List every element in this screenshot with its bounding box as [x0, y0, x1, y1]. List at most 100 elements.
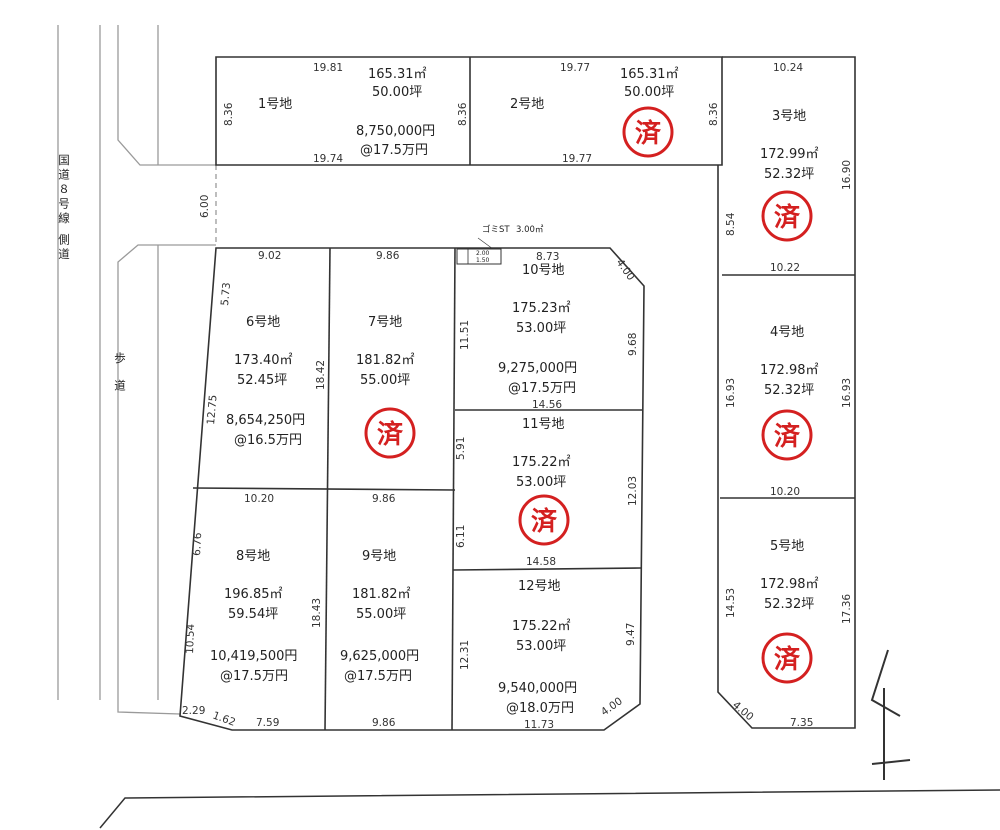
- garbage-station-dim1: 2.00: [476, 250, 490, 257]
- lot-dim-corner: 4.00: [730, 699, 756, 723]
- lot-11[interactable]: 11号地 175.22㎡ 53.00坪 5.91 6.11 12.03 14.5…: [455, 417, 639, 568]
- sold-seal-text: 済: [774, 421, 801, 452]
- lot-name: 10号地: [522, 263, 565, 278]
- lot-area: 165.31㎡: [620, 67, 679, 82]
- lot-dim-bottom: 7.59: [256, 717, 279, 729]
- lot-name: 3号地: [772, 109, 806, 124]
- lot-2[interactable]: 2号地 165.31㎡ 50.00坪 19.77 19.77 8.36 済: [510, 62, 720, 165]
- lot-dim-bottom: 10.22: [770, 262, 800, 274]
- lot-tsubo: 59.54坪: [228, 607, 278, 622]
- lot-dim-top: 9.86: [372, 493, 396, 505]
- lot-6[interactable]: 6号地 173.40㎡ 52.45坪 8,654,250円 @16.5万円 9.…: [205, 250, 327, 448]
- lot-name: 1号地: [258, 97, 292, 112]
- lot-name: 2号地: [510, 97, 544, 112]
- north-arrow-icon: [870, 649, 911, 780]
- lot-tsubo: 52.32坪: [764, 383, 814, 398]
- lot-dim-bottom: 9.86: [372, 717, 396, 729]
- lot-10[interactable]: 10号地 175.23㎡ 53.00坪 9,275,000円 @17.5万円 8…: [459, 251, 639, 411]
- lot-dim-right: 12.03: [627, 476, 639, 506]
- lot-area: 172.98㎡: [760, 577, 819, 592]
- lot-8[interactable]: 8号地 196.85㎡ 59.54坪 10,419,500円 @17.5万円 1…: [182, 493, 323, 729]
- lot-5[interactable]: 5号地 172.98㎡ 52.32坪 14.53 17.36 4.00 7.35…: [725, 539, 853, 729]
- road-lines: [57, 25, 1000, 829]
- lot-name: 12号地: [518, 579, 561, 594]
- lot-area: 175.23㎡: [512, 301, 571, 316]
- lot-dim-right: 18.43: [311, 598, 323, 628]
- lot-9[interactable]: 9号地 181.82㎡ 55.00坪 9,625,000円 @17.5万円 9.…: [340, 493, 419, 729]
- garbage-station: ゴミST 3.00㎡ 2.00 1.50: [456, 224, 544, 265]
- lot-dim-bottom: 19.77: [562, 153, 592, 165]
- lot-dim-left: 12.31: [459, 640, 471, 670]
- lot-dim-left-lower: 6.11: [455, 525, 467, 548]
- lot-dim-left: 16.93: [725, 378, 737, 408]
- lot-dim-corner: 4.00: [599, 695, 625, 718]
- lot-dim-top: 9.86: [376, 250, 400, 262]
- lot-unit-price: @17.5万円: [220, 669, 288, 684]
- lot-area: 196.85㎡: [224, 587, 283, 602]
- lot-dim-right: 16.93: [841, 378, 853, 408]
- lot-name: 9号地: [362, 549, 396, 564]
- side-road-label: 国道８号線 側道: [57, 154, 71, 262]
- lot-unit-price: @16.5万円: [234, 433, 302, 448]
- lot-dim-left-upper: 6.76: [191, 532, 204, 556]
- lot-divider-6-8: [192, 487, 456, 491]
- sold-seal-icon: 済: [518, 494, 570, 546]
- sold-seal-text: 済: [377, 419, 404, 450]
- lot-price: 9,625,000円: [340, 649, 419, 664]
- lot-1[interactable]: 1号地 165.31㎡ 50.00坪 8,750,000円 @17.5万円 19…: [223, 62, 469, 165]
- sold-seal-text: 済: [531, 506, 558, 537]
- lot-7[interactable]: 7号地 181.82㎡ 55.00坪 9.86 済: [356, 250, 416, 459]
- lot-dim-top: 8.73: [536, 251, 559, 263]
- lot-tsubo: 52.45坪: [237, 373, 287, 388]
- lot-area: 175.22㎡: [512, 455, 571, 470]
- lot-unit-price: @17.5万円: [344, 669, 412, 684]
- lot-tsubo: 52.32坪: [764, 167, 814, 182]
- lot-4[interactable]: 4号地 172.98㎡ 52.32坪 10.20 16.93 16.93 済: [725, 325, 853, 498]
- lot-name: 11号地: [522, 417, 565, 432]
- garbage-station-box: [456, 248, 502, 265]
- lot-tsubo: 52.32坪: [764, 597, 814, 612]
- lot-name: 5号地: [770, 539, 804, 554]
- lot-price: 8,750,000円: [356, 124, 435, 139]
- garbage-station-label: ゴミST: [482, 224, 510, 235]
- lot-outlines: [179, 56, 856, 731]
- garbage-station-area: 3.00㎡: [516, 225, 544, 235]
- lot-dim-left: 8.36: [223, 102, 235, 126]
- lot-tsubo: 55.00坪: [360, 373, 410, 388]
- lot-name: 6号地: [246, 315, 280, 330]
- lot-area: 173.40㎡: [234, 353, 293, 368]
- lot-dim-top: 19.81: [313, 62, 343, 74]
- lot-price: 9,540,000円: [498, 681, 577, 696]
- lot-dim-top: 9.02: [258, 250, 281, 262]
- lot-divider-11-12: [452, 567, 642, 571]
- sold-seal-icon: 済: [364, 407, 416, 459]
- sold-seal-icon: 済: [761, 632, 813, 684]
- lot-dim-right: 9.47: [625, 623, 637, 646]
- lot-3[interactable]: 3号地 172.99㎡ 52.32坪 10.24 10.22 16.90 8.5…: [725, 62, 853, 274]
- lot-dim-left: 8.54: [725, 212, 737, 236]
- lot-tsubo: 53.00坪: [516, 321, 566, 336]
- road-width-label: 6.00: [199, 195, 211, 218]
- lot-name: 7号地: [368, 315, 402, 330]
- sold-seal-icon: 済: [622, 106, 674, 158]
- lot-dim-corner-1: 2.29: [182, 705, 205, 717]
- lot-12[interactable]: 12号地 175.22㎡ 53.00坪 9,540,000円 @18.0万円 1…: [459, 579, 637, 731]
- lot-name: 4号地: [770, 325, 804, 340]
- lot-price: 8,654,250円: [226, 413, 305, 428]
- lot-dim-right: 17.36: [841, 594, 853, 624]
- sidewalk-edge-top: [117, 25, 216, 166]
- lot-area: 172.98㎡: [760, 363, 819, 378]
- sold-seal-text: 済: [774, 202, 801, 233]
- lot-dim-left-lower: 12.75: [205, 394, 220, 425]
- lot-dim-top: 10.24: [773, 62, 803, 74]
- lot-dim-right: 9.68: [627, 333, 639, 356]
- sidewalk-edge-bottom: [117, 244, 216, 715]
- lot-dim-left: 11.51: [459, 320, 471, 350]
- lot-area: 165.31㎡: [368, 67, 427, 82]
- garbage-station-dim2: 1.50: [476, 257, 490, 264]
- lot-area: 181.82㎡: [352, 587, 411, 602]
- lot-tsubo: 55.00坪: [356, 607, 406, 622]
- lot-unit-price: @17.5万円: [508, 381, 576, 396]
- lot-dim-bottom: 7.35: [790, 717, 813, 729]
